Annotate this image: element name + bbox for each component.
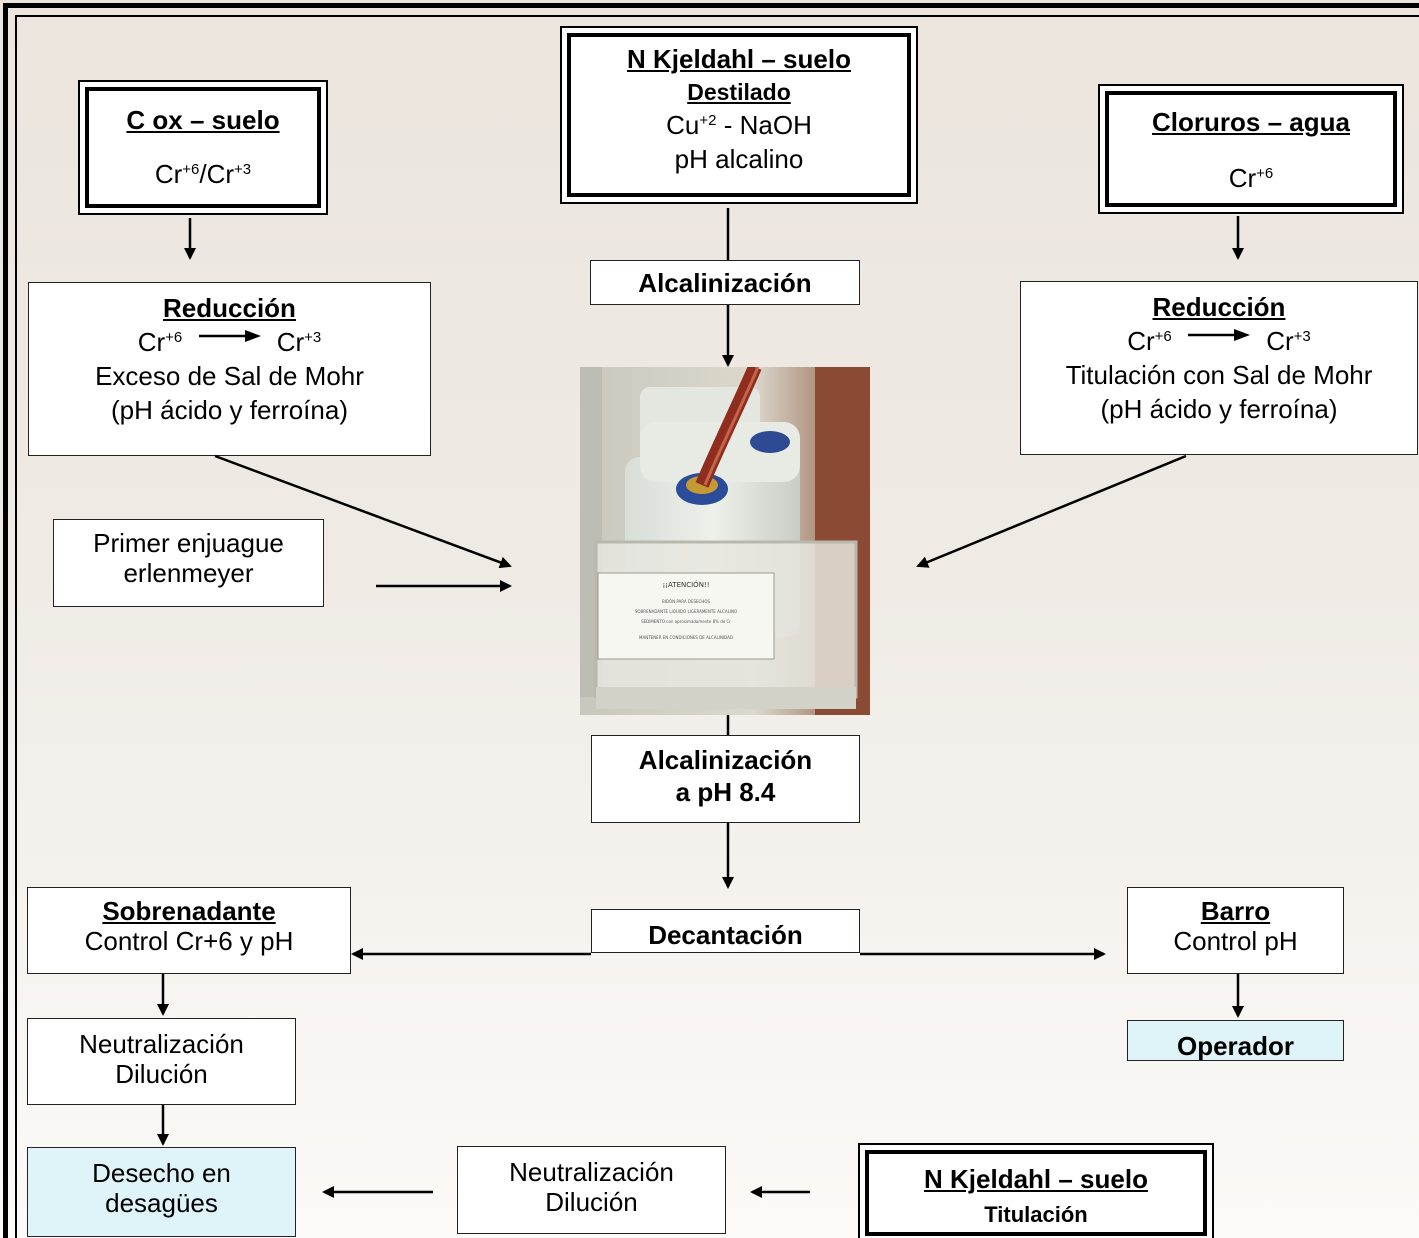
reaction-arrow-icon xyxy=(1179,316,1259,350)
operador-label: Operador xyxy=(1176,1031,1295,1061)
alcalinizacion-ph-line1: Alcalinización xyxy=(638,745,813,775)
decantacion-box: Decantación xyxy=(591,909,860,953)
arrow-right-reduccion-to-photo xyxy=(916,454,1187,568)
attention-label-line: SOBRENADANTE LIQUIDO LIGERAMENTE ALCALIN… xyxy=(635,609,737,614)
cloruros-formula: Cr+6 xyxy=(1228,163,1274,193)
sobrenadante-title: Sobrenadante xyxy=(102,896,276,926)
sobrenadante-box: Sobrenadante Control Cr+6 y pH xyxy=(27,887,351,974)
attention-label-line: MANTENER EN CONDICIONES DE ALCALINIDAD xyxy=(639,635,733,640)
kjeldahl-destilado-box: N Kjeldahl – suelo Destilado Cu+2 - NaOH… xyxy=(560,26,918,204)
neutralizacion-bottom-line2: Dilución xyxy=(545,1187,638,1217)
reduccion-left-equation: Cr+6 Cr+3 xyxy=(29,325,430,359)
neutralizacion-bottom-box: Neutralización Dilución xyxy=(457,1146,726,1234)
neutralizacion-left-line2: Dilución xyxy=(115,1059,208,1089)
decantacion-label: Decantación xyxy=(648,920,803,950)
alcalinizacion-top-box: Alcalinización xyxy=(590,260,860,305)
desecho-line2: desagües xyxy=(105,1188,218,1218)
reduccion-right-equation: Cr+6 Cr+3 xyxy=(1021,324,1417,358)
kjeldahl-bottom-subtitle: Titulación xyxy=(984,1202,1088,1227)
barro-title: Barro xyxy=(1200,896,1271,926)
reduccion-right-title: Reducción xyxy=(1152,292,1286,322)
primer-enjuague-box: Primer enjuague erlenmeyer xyxy=(53,519,324,607)
waste-container-illustration: ¡¡ATENCIÓN!! BIDÓN PARA DESECHOS SOBRENA… xyxy=(580,367,870,715)
reduccion-right-line1: Titulación con Sal de Mohr xyxy=(1065,360,1373,390)
reduccion-right-box: Reducción Cr+6 Cr+3 Titulación con Sal d… xyxy=(1020,281,1418,455)
barro-line: Control pH xyxy=(1173,926,1298,956)
reduccion-left-box: Reducción Cr+6 Cr+3 Exceso de Sal de Moh… xyxy=(28,282,431,456)
waste-container-photo: ¡¡ATENCIÓN!! BIDÓN PARA DESECHOS SOBRENA… xyxy=(580,367,870,715)
reduccion-right-line2: (pH ácido y ferroína) xyxy=(1100,394,1338,424)
attention-label-line: SEDIMENTO con aproximadamente 8% de Cr xyxy=(641,619,731,624)
cloruros-agua-box: Cloruros – agua Cr+6 xyxy=(1098,84,1404,214)
kjeldahl-title: N Kjeldahl – suelo xyxy=(627,44,851,74)
barro-box: Barro Control pH xyxy=(1127,887,1344,974)
alcalinizacion-ph-line2: a pH 8.4 xyxy=(675,777,776,807)
cloruros-title: Cloruros – agua xyxy=(1152,107,1350,137)
kjeldahl-subtitle: Destilado xyxy=(687,79,791,105)
alcalinizacion-ph-box: Alcalinización a pH 8.4 xyxy=(591,735,860,823)
reaction-arrow-icon xyxy=(190,317,270,351)
cox-suelo-formula: Cr+6/Cr+3 xyxy=(154,159,252,189)
neutralizacion-bottom-line1: Neutralización xyxy=(509,1157,674,1187)
alcalinizacion-top-label: Alcalinización xyxy=(638,268,812,298)
operador-box: Operador xyxy=(1127,1020,1344,1061)
inner-frame xyxy=(15,15,1419,1238)
desecho-box: Desecho en desagües xyxy=(27,1147,296,1237)
arrow-left-reduccion-to-photo xyxy=(214,454,512,569)
kjeldahl-reagent: Cu+2 - NaOH xyxy=(666,110,812,140)
attention-label-line: BIDÓN PARA DESECHOS xyxy=(662,599,711,604)
neutralizacion-left-line1: Neutralización xyxy=(79,1029,244,1059)
kjeldahl-bottom-title: N Kjeldahl – suelo xyxy=(924,1164,1148,1194)
primer-enjuague-line2: erlenmeyer xyxy=(123,558,254,588)
cox-suelo-box: C ox – suelo Cr+6/Cr+3 xyxy=(78,80,328,215)
kjeldahl-titulacion-box: N Kjeldahl – suelo Titulación xyxy=(858,1143,1214,1238)
desecho-line1: Desecho en xyxy=(92,1158,231,1188)
attention-label-title: ¡¡ATENCIÓN!! xyxy=(662,580,709,589)
reduccion-left-line2: (pH ácido y ferroína) xyxy=(111,395,348,425)
neutralizacion-left-box: Neutralización Dilución xyxy=(27,1018,296,1105)
reduccion-left-title: Reducción xyxy=(163,293,296,323)
kjeldahl-ph: pH alcalino xyxy=(674,144,804,174)
sobrenadante-line: Control Cr+6 y pH xyxy=(84,926,294,956)
reduccion-left-line1: Exceso de Sal de Mohr xyxy=(95,361,364,391)
primer-enjuague-line1: Primer enjuague xyxy=(93,528,284,558)
outer-frame xyxy=(3,3,1419,1238)
cox-suelo-title: C ox – suelo xyxy=(126,105,280,135)
